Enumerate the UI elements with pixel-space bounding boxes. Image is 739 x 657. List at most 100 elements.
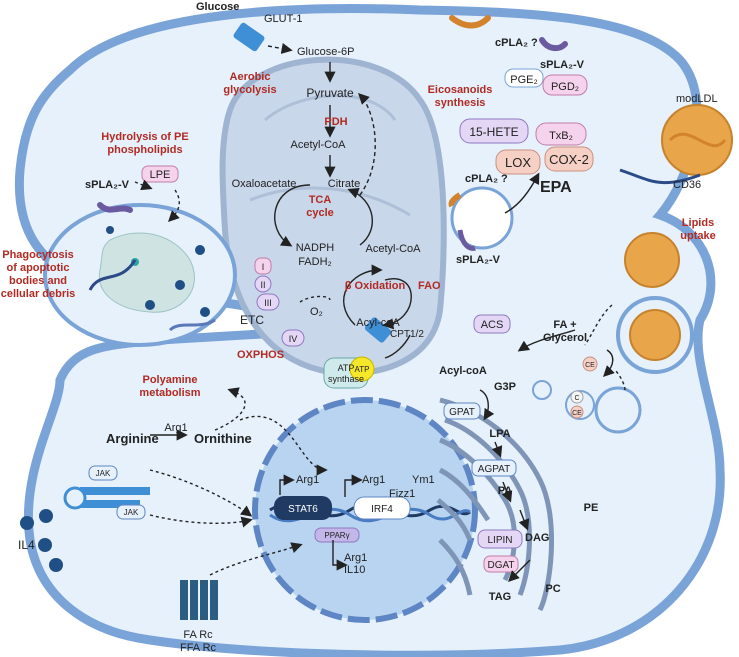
lox-label: LOX xyxy=(505,155,531,170)
spla2v-bottom-label: sPLA₂-V xyxy=(456,254,501,266)
complex-4-label: IV xyxy=(289,334,298,344)
txb2-label: TxB₂ xyxy=(549,130,573,142)
il4-molecules xyxy=(20,509,63,572)
acylcoa-mito-label: Acyl-coA xyxy=(356,317,400,329)
nadph-label: NADPH xyxy=(296,242,335,254)
il10-label: IL10 xyxy=(344,564,365,576)
tag-label: TAG xyxy=(489,591,511,603)
cpla2-top-label: cPLA₂ ? xyxy=(495,37,538,49)
spla2v-top-label: sPLA₂-V xyxy=(540,59,585,71)
lipin-label: LIPIN xyxy=(487,535,512,546)
polyamine-label-1: Polyamine xyxy=(142,374,197,386)
pathway-arrows xyxy=(134,42,626,582)
modldl-label: modLDL xyxy=(676,93,718,105)
fizz1-label: Fizz1 xyxy=(389,488,415,500)
cd36-label: CD36 xyxy=(673,179,701,191)
cpt-label: CPT1/2 xyxy=(390,329,424,340)
spla2v-left-label: sPLA₂-V xyxy=(85,179,130,191)
acs-label: ACS xyxy=(481,319,504,331)
cpla2-mid-label: cPLA₂ ? xyxy=(465,173,508,185)
beta-oxidation-label: β Oxidation xyxy=(345,280,406,292)
glucose6p-label: Glucose-6P xyxy=(297,46,354,58)
mitochondrion xyxy=(219,56,447,377)
fa-glycerol-label-1: FA + xyxy=(553,319,576,331)
acetylcoa-top-label: Acetyl-CoA xyxy=(290,139,346,151)
complex-3-label: III xyxy=(264,298,272,308)
jak-label-1: JAK xyxy=(96,469,111,478)
complex-2-label: II xyxy=(260,280,265,290)
acylcoa-cyto-label: Acyl-coA xyxy=(439,365,487,377)
phagocytosis-label-3: bodies and xyxy=(9,275,67,287)
eicosanoids-label-1: Eicosanoids xyxy=(428,84,493,96)
lpa-label: LPA xyxy=(489,428,510,440)
lpe-label: LPE xyxy=(150,169,171,181)
glut1-label: GLUT-1 xyxy=(264,13,303,25)
fa-glycerol-label-2: Glycerol xyxy=(543,332,587,344)
arg1-stat6-label: Arg1 xyxy=(296,474,319,486)
fa-rc-label: FA Rc xyxy=(183,629,213,641)
atp-label: ATP xyxy=(355,365,370,374)
dgat-label: DGAT xyxy=(487,560,514,571)
aerobic-glycolysis-label-2: glycolysis xyxy=(223,84,276,96)
pgd2-label: PGD₂ xyxy=(551,81,579,93)
arginine-label: Arginine xyxy=(106,431,159,446)
o2-label: O₂ xyxy=(310,306,323,318)
pe-label: PE xyxy=(584,502,599,514)
ym1-label: Ym1 xyxy=(412,474,435,486)
c-label: C xyxy=(574,395,579,402)
ornithine-label: Ornithine xyxy=(194,431,252,446)
jak-label-2: JAK xyxy=(124,508,139,517)
arg1-path-label: Arg1 xyxy=(164,422,187,434)
glucose-label: Glucose xyxy=(196,1,239,13)
hydrolysis-label-1: Hydrolysis of PE xyxy=(101,131,188,143)
agpat-label: AGPAT xyxy=(478,464,510,475)
acetylcoa-right-label: Acetyl-CoA xyxy=(365,243,421,255)
eicosanoids-label-2: synthesis xyxy=(435,97,486,109)
ce-label-1: CE xyxy=(585,362,595,369)
lipids-uptake-label-2: uptake xyxy=(680,230,715,242)
stat6-label: STAT6 xyxy=(288,504,318,515)
etc-label: ETC xyxy=(240,313,264,327)
ffa-rc-label: FFA Rc xyxy=(180,642,217,654)
il4-label: IL4 xyxy=(18,538,35,552)
phagosome xyxy=(43,203,237,347)
phagocytosis-label-2: of apoptotic xyxy=(7,262,70,274)
pa-label: PA xyxy=(498,485,513,497)
pc-label: PC xyxy=(545,583,560,595)
aerobic-glycolysis-label-1: Aerobic xyxy=(230,71,271,83)
pdh-label: PDH xyxy=(324,116,347,128)
enzyme-shapes xyxy=(97,15,568,251)
tca-label-2: cycle xyxy=(306,207,334,219)
ldl-particles xyxy=(532,104,733,434)
cox2-label: COX-2 xyxy=(549,152,589,167)
gpat-label: GPAT xyxy=(449,407,475,418)
boxes xyxy=(88,68,598,573)
diagram-labels: Glucose GLUT-1 Glucose-6P Aerobic glycol… xyxy=(1,1,718,654)
citrate-label: Citrate xyxy=(328,178,360,190)
oxphos-label: OXPHOS xyxy=(237,349,284,361)
phagocytosis-label-4: cellular debris xyxy=(1,288,76,300)
receptors xyxy=(63,22,701,620)
irf4-label: IRF4 xyxy=(371,504,393,515)
arg1-ppar-label: Arg1 xyxy=(344,552,367,564)
tca-label-1: TCA xyxy=(309,194,332,206)
lipids-uptake-label-1: Lipids xyxy=(682,217,714,229)
fao-label: FAO xyxy=(418,280,441,292)
dag-label: DAG xyxy=(525,532,549,544)
epa-label: EPA xyxy=(540,179,572,196)
fadh2-label: FADH₂ xyxy=(298,256,332,268)
atp-synthase-label-1: ATP xyxy=(338,363,355,373)
atp-synthase-label-2: synthase xyxy=(328,374,364,384)
ce-label-2: CE xyxy=(572,410,582,417)
phagocytosis-label-1: Phagocytosis xyxy=(2,249,74,261)
arg1-irf4-label: Arg1 xyxy=(362,474,385,486)
polyamine-label-2: metabolism xyxy=(139,387,200,399)
g3p-label: G3P xyxy=(494,381,516,393)
pge2-label: PGE₂ xyxy=(510,74,538,86)
oxaloacetate-label: Oxaloacetate xyxy=(232,178,297,190)
ppar-label: PPARγ xyxy=(324,531,349,540)
hete-label: 15-HETE xyxy=(469,125,518,139)
hydrolysis-label-2: phospholipids xyxy=(107,144,182,156)
